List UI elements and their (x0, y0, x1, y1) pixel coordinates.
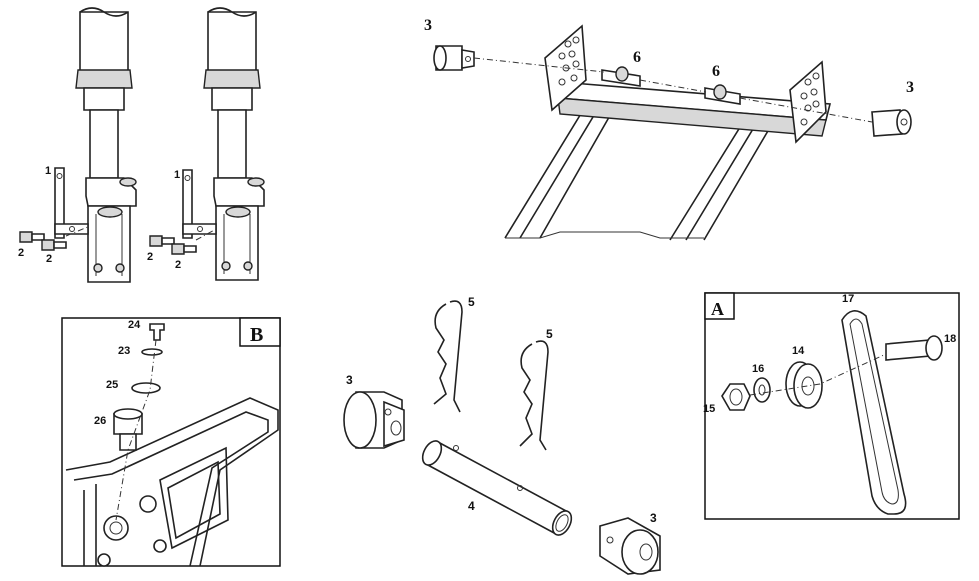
axle-label-tube: 4 (468, 499, 475, 513)
detail-b-label-23: 23 (118, 345, 130, 357)
crossbar-assembly (433, 24, 912, 241)
detail-a-tag: A (711, 299, 724, 319)
fork-right-label-bolt-b: 2 (175, 259, 181, 271)
right-plate-holes (800, 72, 820, 126)
axle-label-clip-b: 5 (546, 327, 553, 341)
detail-b-label-24: 24 (128, 319, 141, 331)
axle-label-cap-left: 3 (346, 373, 353, 387)
detail-b-tag: B (250, 324, 263, 346)
axle-assembly (343, 300, 661, 575)
crossbar-label-cap-right: 3 (906, 79, 914, 96)
detail-b-tag-box (239, 317, 281, 347)
detail-b-frame (61, 317, 281, 567)
crossbar-label-pin-b: 6 (712, 63, 720, 80)
fork-right-label-bolt-a: 2 (147, 251, 153, 263)
detail-a-label-18: 18 (944, 333, 956, 345)
fork-left-label-bolt-a: 2 (18, 247, 24, 259)
detail-a-label-14: 14 (792, 345, 805, 357)
detail-a-tag-box (704, 292, 735, 320)
detail-b-label-25: 25 (106, 379, 118, 391)
fork-assembly-left (19, 7, 137, 283)
detail-a-drawing (721, 310, 943, 515)
fork-right-label-bracket: 1 (174, 169, 180, 181)
detail-a-label-15: 15 (703, 403, 715, 415)
detail-a-label-16: 16 (752, 363, 764, 375)
detail-b-label-26: 26 (94, 415, 106, 427)
fork-left-label-bracket: 1 (45, 165, 51, 177)
detail-a-label-17: 17 (842, 293, 854, 305)
detail-a-frame (704, 292, 960, 520)
fork-left-label-bolt-b: 2 (46, 253, 52, 265)
crossbar-label-cap-left: 3 (424, 17, 432, 34)
fork-assembly-right (149, 7, 265, 281)
detail-b-frame-drawing (65, 323, 279, 567)
axle-label-clip-a: 5 (468, 295, 475, 309)
crossbar-label-pin-a: 6 (633, 49, 641, 66)
axle-label-cap-right: 3 (650, 511, 657, 525)
